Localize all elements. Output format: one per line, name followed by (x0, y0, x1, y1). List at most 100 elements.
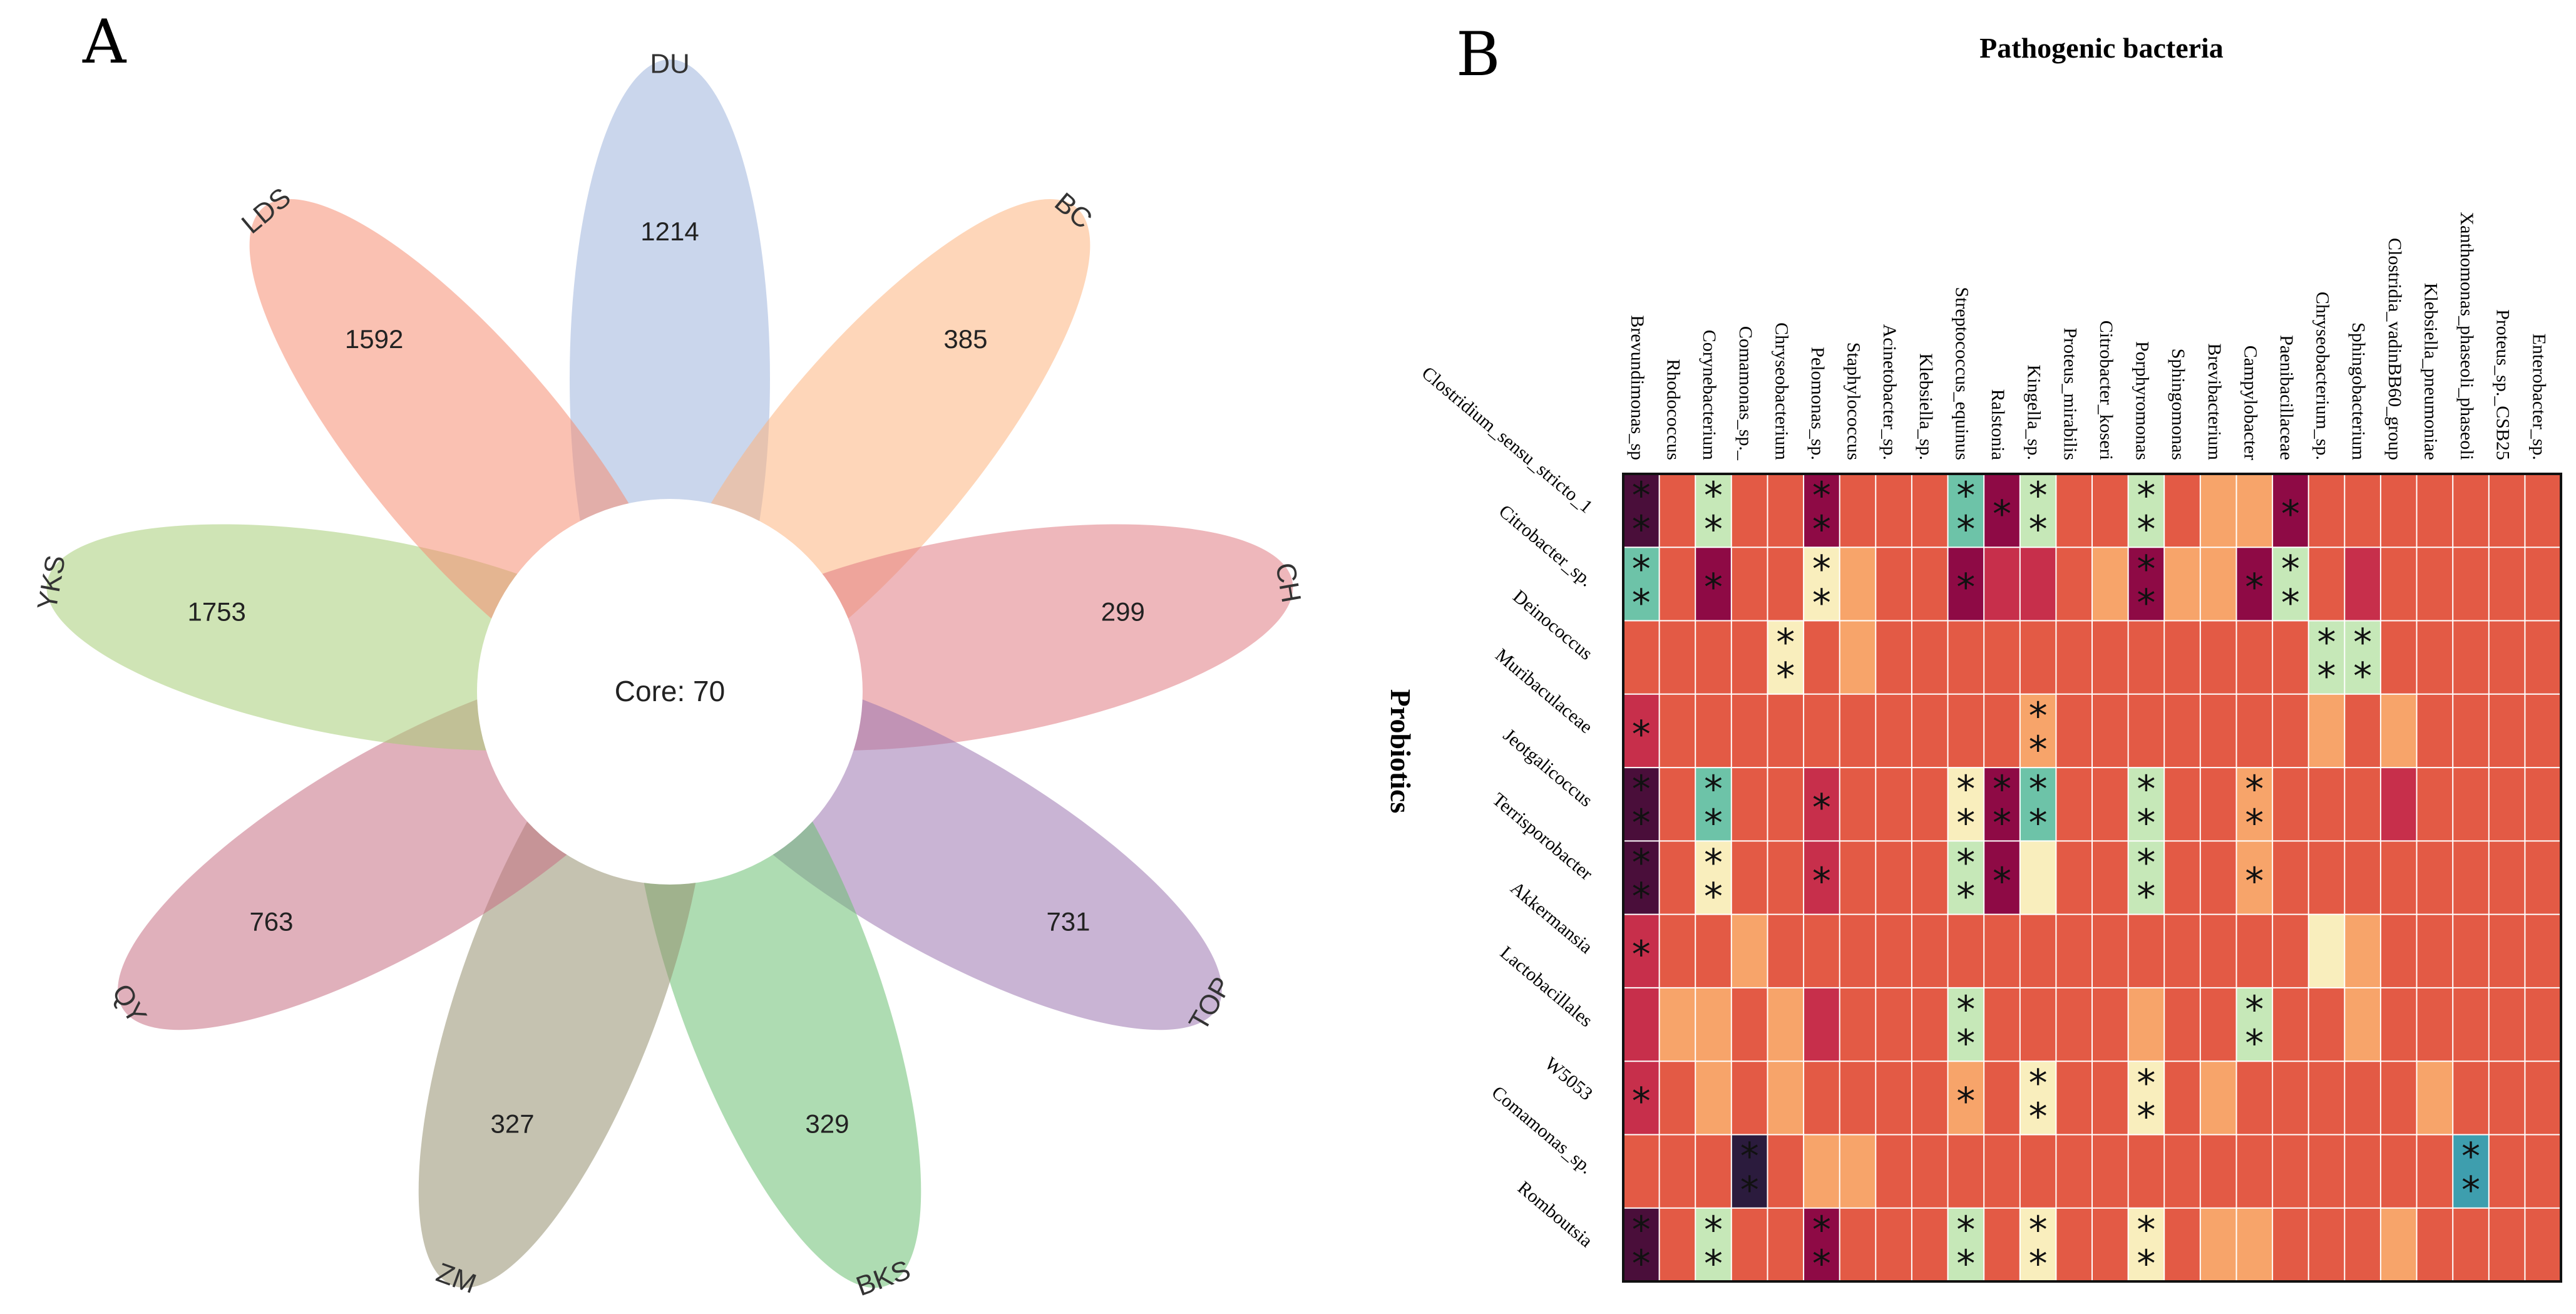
heatmap-cell (2308, 841, 2345, 915)
heatmap-cell (1623, 767, 1660, 841)
significance-star: * (2137, 1208, 2155, 1252)
heatmap-cell (2344, 1208, 2381, 1281)
column-label: Rhodococcus (1663, 359, 1684, 460)
significance-star: * (2137, 801, 2155, 845)
heatmap-cell (2308, 620, 2345, 694)
heatmap-cell (2236, 1134, 2273, 1208)
heatmap-cell (2453, 1061, 2489, 1135)
heatmap-cell (1984, 914, 2020, 988)
heatmap-cell (2056, 767, 2092, 841)
heatmap-cell (2200, 1134, 2237, 1208)
heatmap-cell (2344, 474, 2381, 548)
heatmap-cell (1767, 987, 1804, 1062)
heatmap-cell (2164, 1208, 2200, 1281)
heatmap-cell (1659, 694, 1696, 768)
significance-star: * (1812, 508, 1831, 552)
heatmap-cell (1947, 1061, 1984, 1135)
column-label: Kingella_sp. (2024, 365, 2045, 460)
core-label: Core: 70 (615, 675, 725, 707)
heatmap-cell (1731, 767, 1768, 841)
heatmap-cell (1623, 474, 1660, 548)
column-label: Corynebacterium (1699, 330, 1720, 460)
heatmap-cell (1839, 987, 1876, 1062)
heatmap-cell (2019, 987, 2056, 1062)
heatmap-cell (1984, 620, 2020, 694)
heatmap-cell (2200, 841, 2237, 915)
significance-star: * (2029, 1242, 2048, 1286)
significance-star: * (1704, 875, 1723, 918)
heatmap-cell (1659, 767, 1696, 841)
heatmap-cell (1804, 1061, 1840, 1135)
heatmap-cell (2308, 547, 2345, 621)
heatmap-cell (1947, 987, 1984, 1062)
significance-star: * (1632, 581, 1651, 625)
significance-star: * (1704, 1208, 1723, 1252)
heatmap-cell (1984, 841, 2020, 915)
petal-count-bks: 329 (805, 1109, 849, 1139)
petal-label-du: DU (650, 49, 690, 80)
heatmap-cell (2344, 1134, 2381, 1208)
heatmap-cell (2525, 1208, 2561, 1281)
row-label: Romboutsia (1514, 1178, 1596, 1251)
heatmap-cell (1659, 1208, 1696, 1281)
heatmap-cell (2019, 620, 2056, 694)
heatmap-cell (2236, 1208, 2273, 1281)
heatmap-cell (1731, 547, 1768, 621)
heatmap-cell (2236, 767, 2273, 841)
heatmap-cell (2056, 987, 2092, 1062)
heatmap-cell (2019, 547, 2056, 621)
heatmap-cell (2128, 767, 2165, 841)
heatmap-cell (1695, 914, 1732, 988)
significance-star: * (1632, 875, 1651, 918)
row-label: Deinococcus (1509, 586, 1596, 664)
heatmap-cell (1731, 474, 1768, 548)
heatmap-cell (2164, 1061, 2200, 1135)
significance-star: * (1812, 581, 1831, 625)
heatmap-cell (1947, 767, 1984, 841)
heatmap-cell (2236, 547, 2273, 621)
heatmap-cell (2416, 547, 2453, 621)
heatmap-cell (1731, 914, 1768, 988)
heatmap-cell (2380, 987, 2417, 1062)
petal-count-yks: 1753 (187, 597, 245, 626)
heatmap-cell (2525, 694, 2561, 768)
significance-star: * (1632, 712, 1651, 756)
heatmap-cell (2488, 1134, 2525, 1208)
heatmap-cell (1876, 1134, 1912, 1208)
heatmap-cell (1767, 694, 1804, 768)
heatmap-cell (2272, 841, 2309, 915)
heatmap-cell (2128, 547, 2165, 621)
significance-star: * (2029, 728, 2048, 772)
heatmap-cell (1876, 474, 1912, 548)
significance-star: * (1632, 767, 1651, 811)
significance-star: * (1704, 767, 1723, 811)
significance-star: * (2245, 988, 2264, 1032)
heatmap-cell (1659, 987, 1696, 1062)
column-label: Acinetobacter_sp. (1879, 324, 1900, 460)
significance-star: * (1632, 547, 1651, 591)
heatmap-cell (2308, 914, 2345, 988)
significance-star: * (1956, 988, 1975, 1032)
heatmap-cell (2344, 620, 2381, 694)
heatmap-cell (2380, 694, 2417, 768)
heatmap-cell (2164, 767, 2200, 841)
significance-star: * (2137, 474, 2155, 518)
significance-star: * (2137, 547, 2155, 591)
heatmap-cell (2453, 1134, 2489, 1208)
heatmap-cell (2453, 914, 2489, 988)
heatmap-cell (1911, 620, 1948, 694)
heatmap-cell (2488, 474, 2525, 548)
flower-venn-diagram: 1214DU385BC299CH731TOP329BKS327ZM763QY17… (32, 49, 1307, 1302)
heatmap-cell (2056, 841, 2092, 915)
heatmap-cell (1947, 474, 1984, 548)
petal-count-du: 1214 (640, 217, 699, 246)
row-label: Jeotgalicoccus (1499, 725, 1596, 811)
heatmap-cell (1731, 694, 1768, 768)
significance-star: * (1776, 655, 1795, 699)
significance-star: * (2029, 801, 2048, 845)
heatmap-cell (2525, 841, 2561, 915)
heatmap-cell (1911, 474, 1948, 548)
heatmap-cell (2200, 620, 2237, 694)
heatmap-cell (2092, 474, 2128, 548)
heatmap-cell (2164, 547, 2200, 621)
